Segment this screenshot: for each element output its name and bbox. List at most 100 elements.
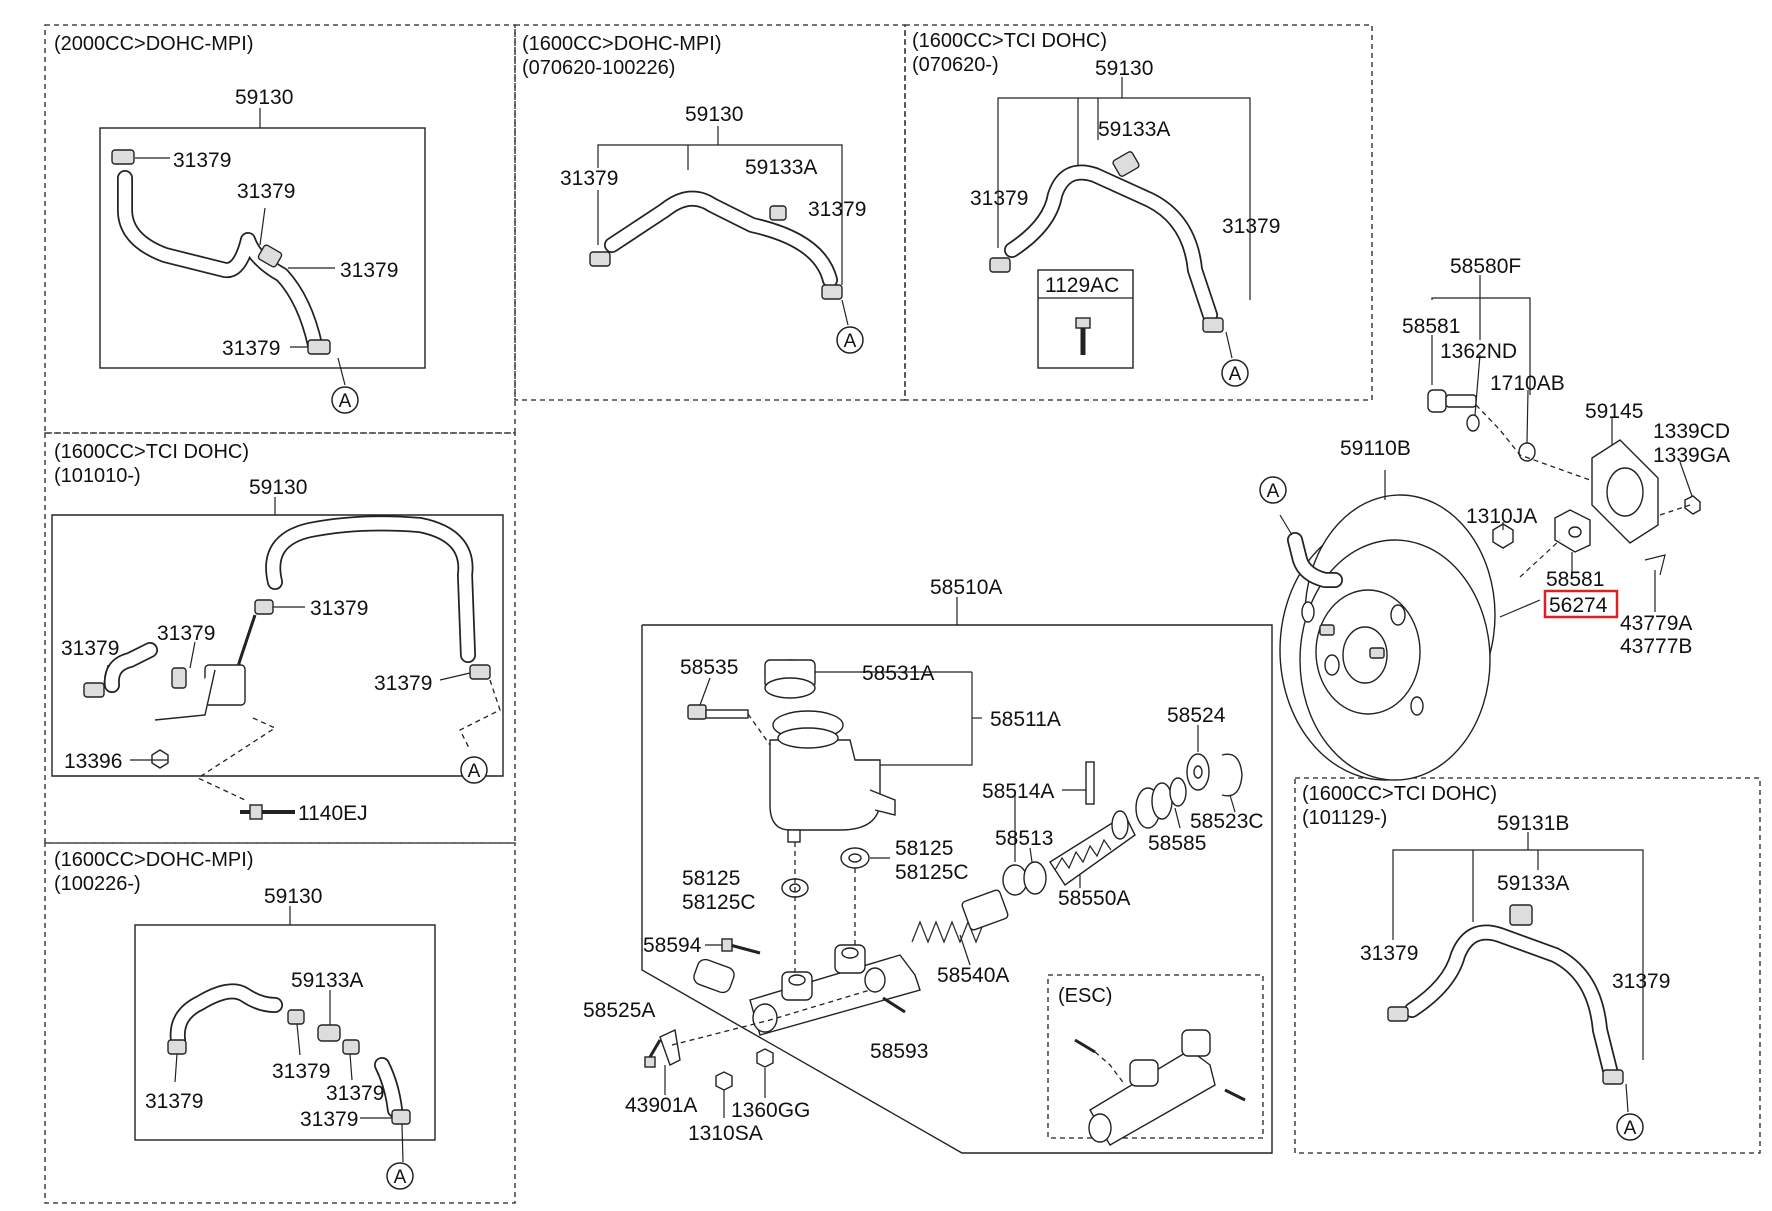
- part-label: 59130: [235, 86, 293, 109]
- part-label: 31379: [326, 1082, 384, 1105]
- part-label: 58580F: [1450, 255, 1521, 278]
- part-label: 59145: [1585, 400, 1643, 423]
- part-label: 43901A: [625, 1094, 697, 1117]
- connector-a-label: A: [1624, 1118, 1637, 1139]
- part-label: 31379: [970, 187, 1028, 210]
- part-label: 13396: [64, 750, 122, 773]
- highlight-box: [1543, 589, 1619, 619]
- part-label: 31379: [173, 149, 231, 172]
- part-label: 1310JA: [1466, 505, 1537, 528]
- part-label: 43779A: [1620, 612, 1692, 635]
- part-label: 58125: [895, 837, 953, 860]
- part-label: 58594: [643, 934, 702, 957]
- section3-hose-assembly: 59130 59133A 31379 31379 1129AC A: [970, 57, 1280, 387]
- section4-hose-assembly: 59130 31379 31379 31379 31379 13396 1140…: [51, 476, 504, 825]
- section5-range: (100226-): [54, 873, 141, 895]
- part-label: 31379: [340, 259, 398, 282]
- connector-a-label: A: [339, 391, 352, 412]
- section1-hose-assembly: 59130 31379 31379 31379 31379 A: [99, 86, 426, 414]
- section-frames: [44, 24, 1761, 1204]
- connector-a-marker: [331, 386, 359, 414]
- part-label: 31379: [374, 672, 432, 695]
- part-label: 58511A: [990, 708, 1061, 731]
- part-label: 59133A: [291, 969, 363, 992]
- connector-a-marker: [836, 326, 864, 354]
- section4-header: (1600CC>TCI DOHC): [54, 441, 249, 463]
- part-label: 58540A: [937, 964, 1009, 987]
- part-label: 58585: [1148, 832, 1206, 855]
- connector-a-marker: [460, 756, 488, 784]
- part-label: 1310SA: [688, 1122, 763, 1145]
- part-label: 59133A: [745, 156, 817, 179]
- connector-a-label: A: [1267, 481, 1280, 502]
- part-label: 31379: [560, 167, 618, 190]
- part-label: 59110B: [1340, 437, 1411, 460]
- part-label: 58535: [680, 656, 738, 679]
- connector-a-marker: [1259, 476, 1287, 504]
- part-label: 1140EJ: [298, 802, 368, 825]
- connector-a-marker: [386, 1162, 414, 1190]
- part-label: 31379: [157, 622, 215, 645]
- part-label: 1339CD: [1653, 420, 1730, 443]
- part-label: 31379: [1222, 215, 1280, 238]
- section3-header: (1600CC>TCI DOHC): [912, 30, 1107, 52]
- part-label: 59133A: [1497, 872, 1569, 895]
- part-label: 43777B: [1620, 635, 1692, 658]
- part-label: 1339GA: [1653, 444, 1730, 467]
- part-label: 58524: [1167, 704, 1226, 727]
- section1-header: (2000CC>DOHC-MPI): [54, 33, 253, 55]
- part-label: 59133A: [1098, 118, 1170, 141]
- section-headers: (2000CC>DOHC-MPI) (1600CC>DOHC-MPI) (070…: [54, 30, 1497, 1007]
- connector-a-marker: [1616, 1113, 1644, 1141]
- section2-hose-assembly: 59130 31379 59133A 31379 A: [560, 103, 866, 354]
- part-label: 58514A: [982, 780, 1054, 803]
- connector-a-label: A: [394, 1167, 407, 1188]
- part-label: 58581: [1546, 568, 1604, 591]
- master-cylinder-assembly: 58510A 58535 58531A 58511A 58524 58514A …: [583, 576, 1273, 1154]
- part-label: 59130: [249, 476, 307, 499]
- connector-a-label: A: [1229, 364, 1242, 385]
- section4-range: (101010-): [54, 465, 141, 487]
- part-label: 1362ND: [1440, 340, 1517, 363]
- part-label: 58525A: [583, 999, 655, 1022]
- part-label: 58581: [1402, 315, 1460, 338]
- part-label: 58125C: [895, 861, 969, 884]
- section2-range: (070620-100226): [522, 57, 675, 79]
- part-label: 31379: [808, 198, 866, 221]
- part-label: 31379: [300, 1108, 358, 1131]
- part-label: 1360GG: [731, 1099, 810, 1122]
- part-label: 59130: [264, 885, 322, 908]
- section6-hose-assembly: 59131B 59133A 31379 31379 A: [1360, 812, 1670, 1141]
- section5-header: (1600CC>DOHC-MPI): [54, 849, 253, 871]
- part-label: 31379: [310, 597, 368, 620]
- section2-header: (1600CC>DOHC-MPI): [522, 33, 721, 55]
- part-label: 1129AC: [1045, 274, 1119, 297]
- part-label: 58510A: [930, 576, 1002, 599]
- part-label: 31379: [222, 337, 280, 360]
- part-label: 59130: [1095, 57, 1153, 80]
- part-label: 1710AB: [1490, 372, 1565, 395]
- part-label: 58125: [682, 867, 740, 890]
- part-label: 31379: [272, 1060, 330, 1083]
- part-label: 31379: [61, 637, 119, 660]
- part-label: 58125C: [682, 891, 756, 914]
- connector-a-label: A: [844, 331, 857, 352]
- section6-range: (101129-): [1302, 807, 1387, 829]
- part-label-highlighted: 56274: [1549, 594, 1608, 617]
- connector-a-label: A: [468, 761, 481, 782]
- part-label: 58513: [995, 827, 1053, 850]
- section3-range: (070620-): [912, 54, 999, 76]
- brake-booster-assembly: A 58580F 58581 1362ND 1710AB 59145 1339C…: [1259, 255, 1730, 781]
- part-label: 58550A: [1058, 887, 1130, 910]
- part-label: 31379: [145, 1090, 203, 1113]
- part-label: 59131B: [1497, 812, 1569, 835]
- part-label: 31379: [1612, 970, 1670, 993]
- section6-header: (1600CC>TCI DOHC): [1302, 783, 1497, 805]
- part-label: 31379: [237, 180, 295, 203]
- part-label: 58593: [870, 1040, 928, 1063]
- esc-header: (ESC): [1058, 985, 1112, 1007]
- part-label: 58523C: [1190, 810, 1264, 833]
- part-label: 59130: [685, 103, 743, 126]
